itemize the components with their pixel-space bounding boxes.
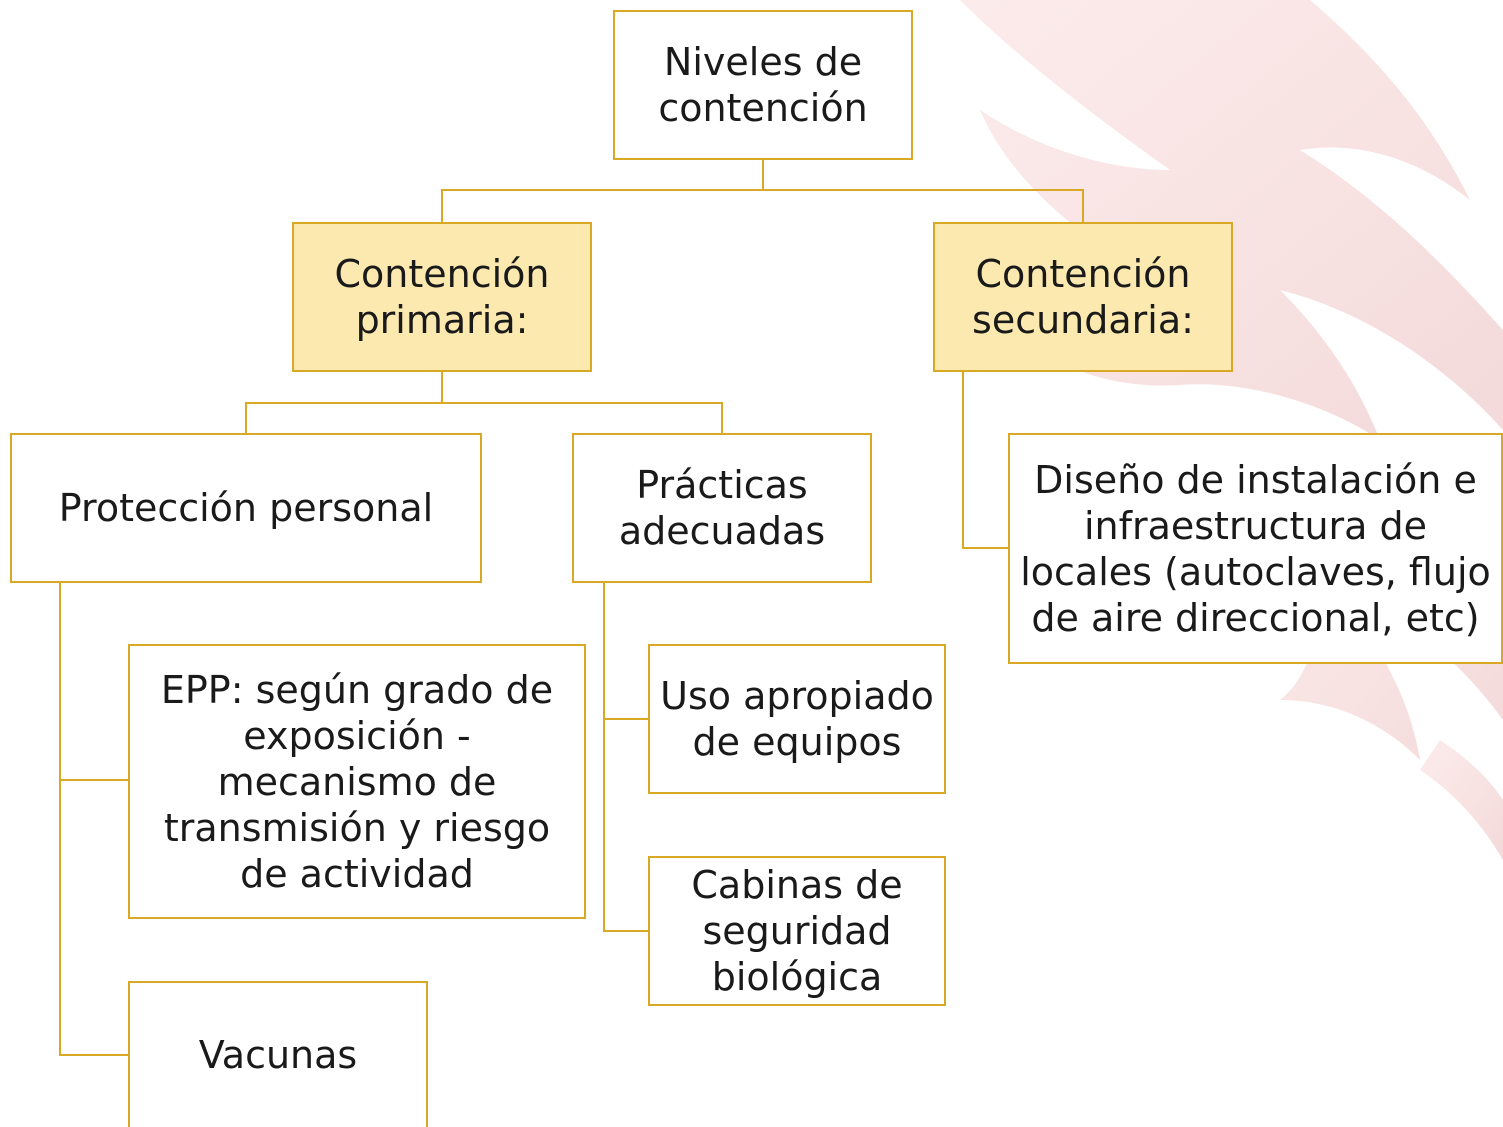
connector-root-to-primary bbox=[441, 160, 764, 222]
node-label: EPP: según grado de exposición - mecanis… bbox=[160, 667, 554, 896]
node-contencion-secundaria: Contención secundaria: bbox=[933, 222, 1233, 372]
connector-personal-to-vaccines bbox=[59, 780, 128, 1056]
node-diseno-instalacion: Diseño de instalación e infraestructura … bbox=[1008, 433, 1503, 664]
node-vacunas: Vacunas bbox=[128, 981, 428, 1127]
connector-root-to-secondary bbox=[763, 189, 1084, 222]
node-label: Cabinas de seguridad biológica bbox=[691, 863, 903, 999]
node-label: Contención primaria: bbox=[334, 252, 550, 342]
node-label: Uso apropiado de equipos bbox=[660, 674, 934, 764]
node-label: Protección personal bbox=[58, 486, 434, 530]
node-uso-apropiado-equipos: Uso apropiado de equipos bbox=[648, 644, 946, 794]
node-label: Vacunas bbox=[198, 1033, 358, 1077]
node-niveles-de-contencion: Niveles de contención bbox=[613, 10, 913, 160]
connector-secondary-to-design bbox=[962, 372, 1008, 549]
node-epp: EPP: según grado de exposición - mecanis… bbox=[128, 644, 586, 919]
node-practicas-adecuadas: Prácticas adecuadas bbox=[572, 433, 872, 583]
connector-practices-to-equipment bbox=[603, 582, 648, 720]
node-contencion-primaria: Contención primaria: bbox=[292, 222, 592, 372]
node-label: Niveles de contención bbox=[658, 40, 868, 130]
connector-primary-children bbox=[245, 372, 723, 433]
node-label: Prácticas adecuadas bbox=[618, 463, 826, 553]
node-label: Diseño de instalación e infraestructura … bbox=[1020, 457, 1491, 640]
connector-personal-to-ppe bbox=[59, 582, 128, 781]
node-label: Contención secundaria: bbox=[972, 252, 1194, 342]
node-proteccion-personal: Protección personal bbox=[10, 433, 482, 583]
node-cabinas-seguridad-biologica: Cabinas de seguridad biológica bbox=[648, 856, 946, 1006]
connector-practices-to-cabinets bbox=[603, 719, 648, 932]
